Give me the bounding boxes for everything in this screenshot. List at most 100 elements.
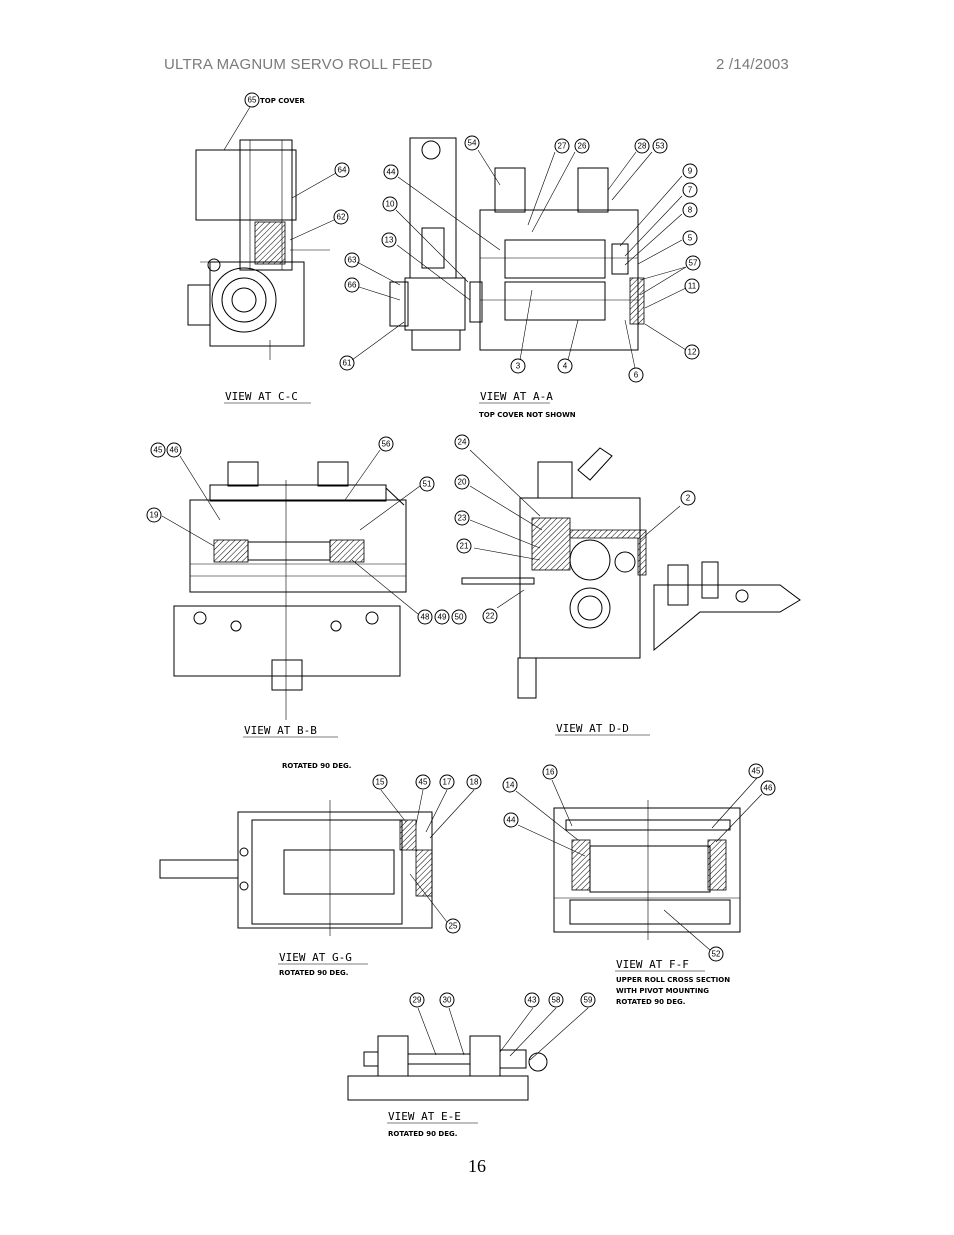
balloon: 66 [344,277,360,293]
balloon: 56 [378,436,394,452]
svg-text:53: 53 [656,142,665,151]
balloon: 52 [708,946,724,962]
svg-text:23: 23 [458,514,467,523]
balloon: 45 [415,774,431,790]
svg-text:46: 46 [170,446,179,455]
svg-text:30: 30 [443,996,452,1005]
balloon: 49 [434,609,450,625]
svg-text:44: 44 [507,816,516,825]
balloon: 62 [333,209,349,225]
balloon: 25 [445,918,461,934]
balloon: 16 [542,764,558,780]
balloon: 29 [409,992,425,1008]
svg-text:45: 45 [154,446,163,455]
view-gg-note: ROTATED 90 DEG. [279,969,348,977]
balloon: 4 [557,358,573,374]
svg-text:16: 16 [546,768,555,777]
svg-text:57: 57 [689,259,698,268]
svg-text:63: 63 [348,256,357,265]
view-aa-drawing [389,137,645,351]
svg-text:22: 22 [486,612,495,621]
view-ff-caption: VIEW AT F-F [616,958,689,971]
svg-text:17: 17 [443,778,452,787]
balloon: 61 [339,355,355,371]
balloon: 14 [502,777,518,793]
balloon: 13 [381,232,397,248]
svg-text:43: 43 [528,996,537,1005]
balloon: 5 [682,230,698,246]
view-bb-drawing [173,461,407,720]
svg-text:45: 45 [419,778,428,787]
svg-text:48: 48 [421,613,430,622]
view-bb-caption: VIEW AT B-B [244,724,317,737]
balloon: 46 [166,442,182,458]
svg-text:13: 13 [385,236,394,245]
balloon: 2 [680,490,696,506]
svg-text:7: 7 [688,186,693,195]
svg-text:8: 8 [688,206,693,215]
balloon: 54 [464,135,480,151]
balloon: 8 [682,202,698,218]
svg-text:27: 27 [558,142,567,151]
svg-text:64: 64 [338,166,347,175]
svg-text:20: 20 [458,478,467,487]
balloon: 24 [454,434,470,450]
view-cc-caption: VIEW AT C-C [225,390,298,403]
balloon: 22 [482,608,498,624]
svg-text:28: 28 [638,142,647,151]
svg-text:14: 14 [506,781,515,790]
svg-text:21: 21 [460,542,469,551]
svg-text:56: 56 [382,440,391,449]
top-cover-label: TOP COVER [260,97,305,105]
balloon: 21 [456,538,472,554]
balloon: 10 [382,196,398,212]
view-ee-note: ROTATED 90 DEG. [388,1130,457,1138]
balloon: 58 [548,992,564,1008]
svg-text:51: 51 [423,480,432,489]
svg-text:12: 12 [688,348,697,357]
svg-text:58: 58 [552,996,561,1005]
svg-text:65: 65 [248,96,257,105]
view-aa-note: TOP COVER NOT SHOWN [479,411,576,419]
svg-text:18: 18 [470,778,479,787]
balloon: 46 [760,780,776,796]
svg-text:25: 25 [449,922,458,931]
svg-text:2: 2 [686,494,691,503]
svg-text:19: 19 [150,511,159,520]
svg-text:59: 59 [584,996,593,1005]
balloon: 45 [748,763,764,779]
balloon: 26 [574,138,590,154]
balloon: 12 [684,344,700,360]
balloon: 65 [244,92,260,108]
svg-text:45: 45 [752,767,761,776]
svg-text:50: 50 [455,613,464,622]
svg-text:9: 9 [688,167,693,176]
balloon: 15 [372,774,388,790]
view-aa-caption: VIEW AT A-A [480,390,553,403]
svg-text:52: 52 [712,950,721,959]
balloon: 11 [684,278,700,294]
svg-text:10: 10 [386,200,395,209]
balloon: 20 [454,474,470,490]
balloon: 30 [439,992,455,1008]
balloon: 27 [554,138,570,154]
balloon: 23 [454,510,470,526]
balloon: 53 [652,138,668,154]
view-ee-drawing [347,1035,548,1101]
balloon: 18 [466,774,482,790]
view-ff-note-1: UPPER ROLL CROSS SECTION [616,976,730,984]
balloon: 9 [682,163,698,179]
svg-text:4: 4 [563,362,568,371]
svg-text:54: 54 [468,139,477,148]
svg-text:15: 15 [376,778,385,787]
balloon: 64 [334,162,350,178]
svg-text:66: 66 [348,281,357,290]
svg-text:62: 62 [337,213,346,222]
balloon: 28 [634,138,650,154]
view-ff-note-3: ROTATED 90 DEG. [616,998,685,1006]
balloon: 45 [150,442,166,458]
balloon: 48 [417,609,433,625]
balloon: 3 [510,358,526,374]
svg-text:44: 44 [387,168,396,177]
